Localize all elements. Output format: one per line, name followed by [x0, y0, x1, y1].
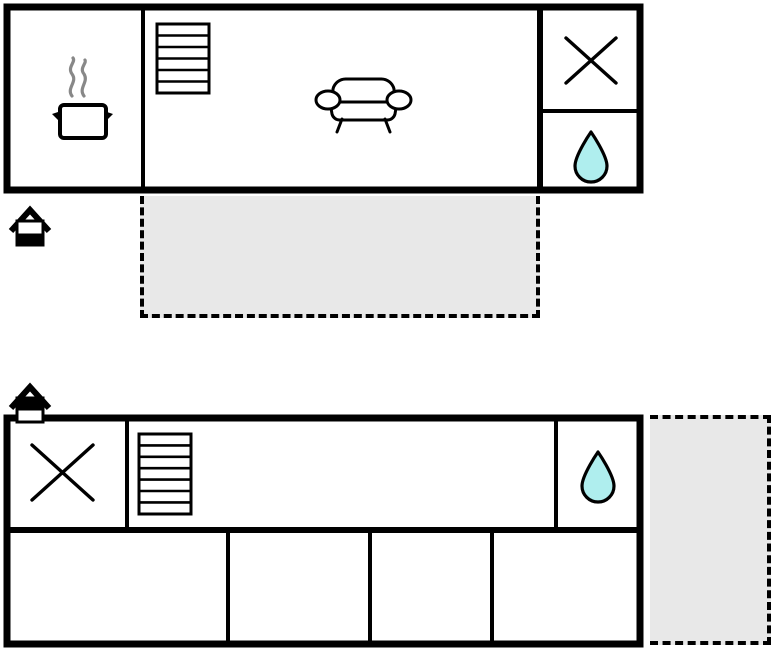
x-cross-icon — [564, 36, 618, 85]
upper-floor-terrace — [140, 196, 540, 318]
water-drop-icon — [573, 130, 609, 184]
stairs-icon — [137, 432, 193, 516]
lower-floor: 4 3 2 1 — [0, 360, 773, 652]
x-cross-icon — [30, 443, 95, 502]
lower-floor-walls — [3, 382, 644, 648]
upper-floor-walls — [3, 3, 644, 247]
upper-floor — [3, 3, 644, 318]
cooking-pot-icon — [52, 56, 113, 140]
entrance-marker-icon — [8, 382, 52, 424]
entrance-marker-icon — [8, 205, 52, 247]
stairs-icon — [155, 22, 211, 95]
water-drop-icon — [580, 450, 616, 504]
lower-floor-terrace — [650, 415, 771, 645]
sofa-icon — [314, 77, 413, 134]
